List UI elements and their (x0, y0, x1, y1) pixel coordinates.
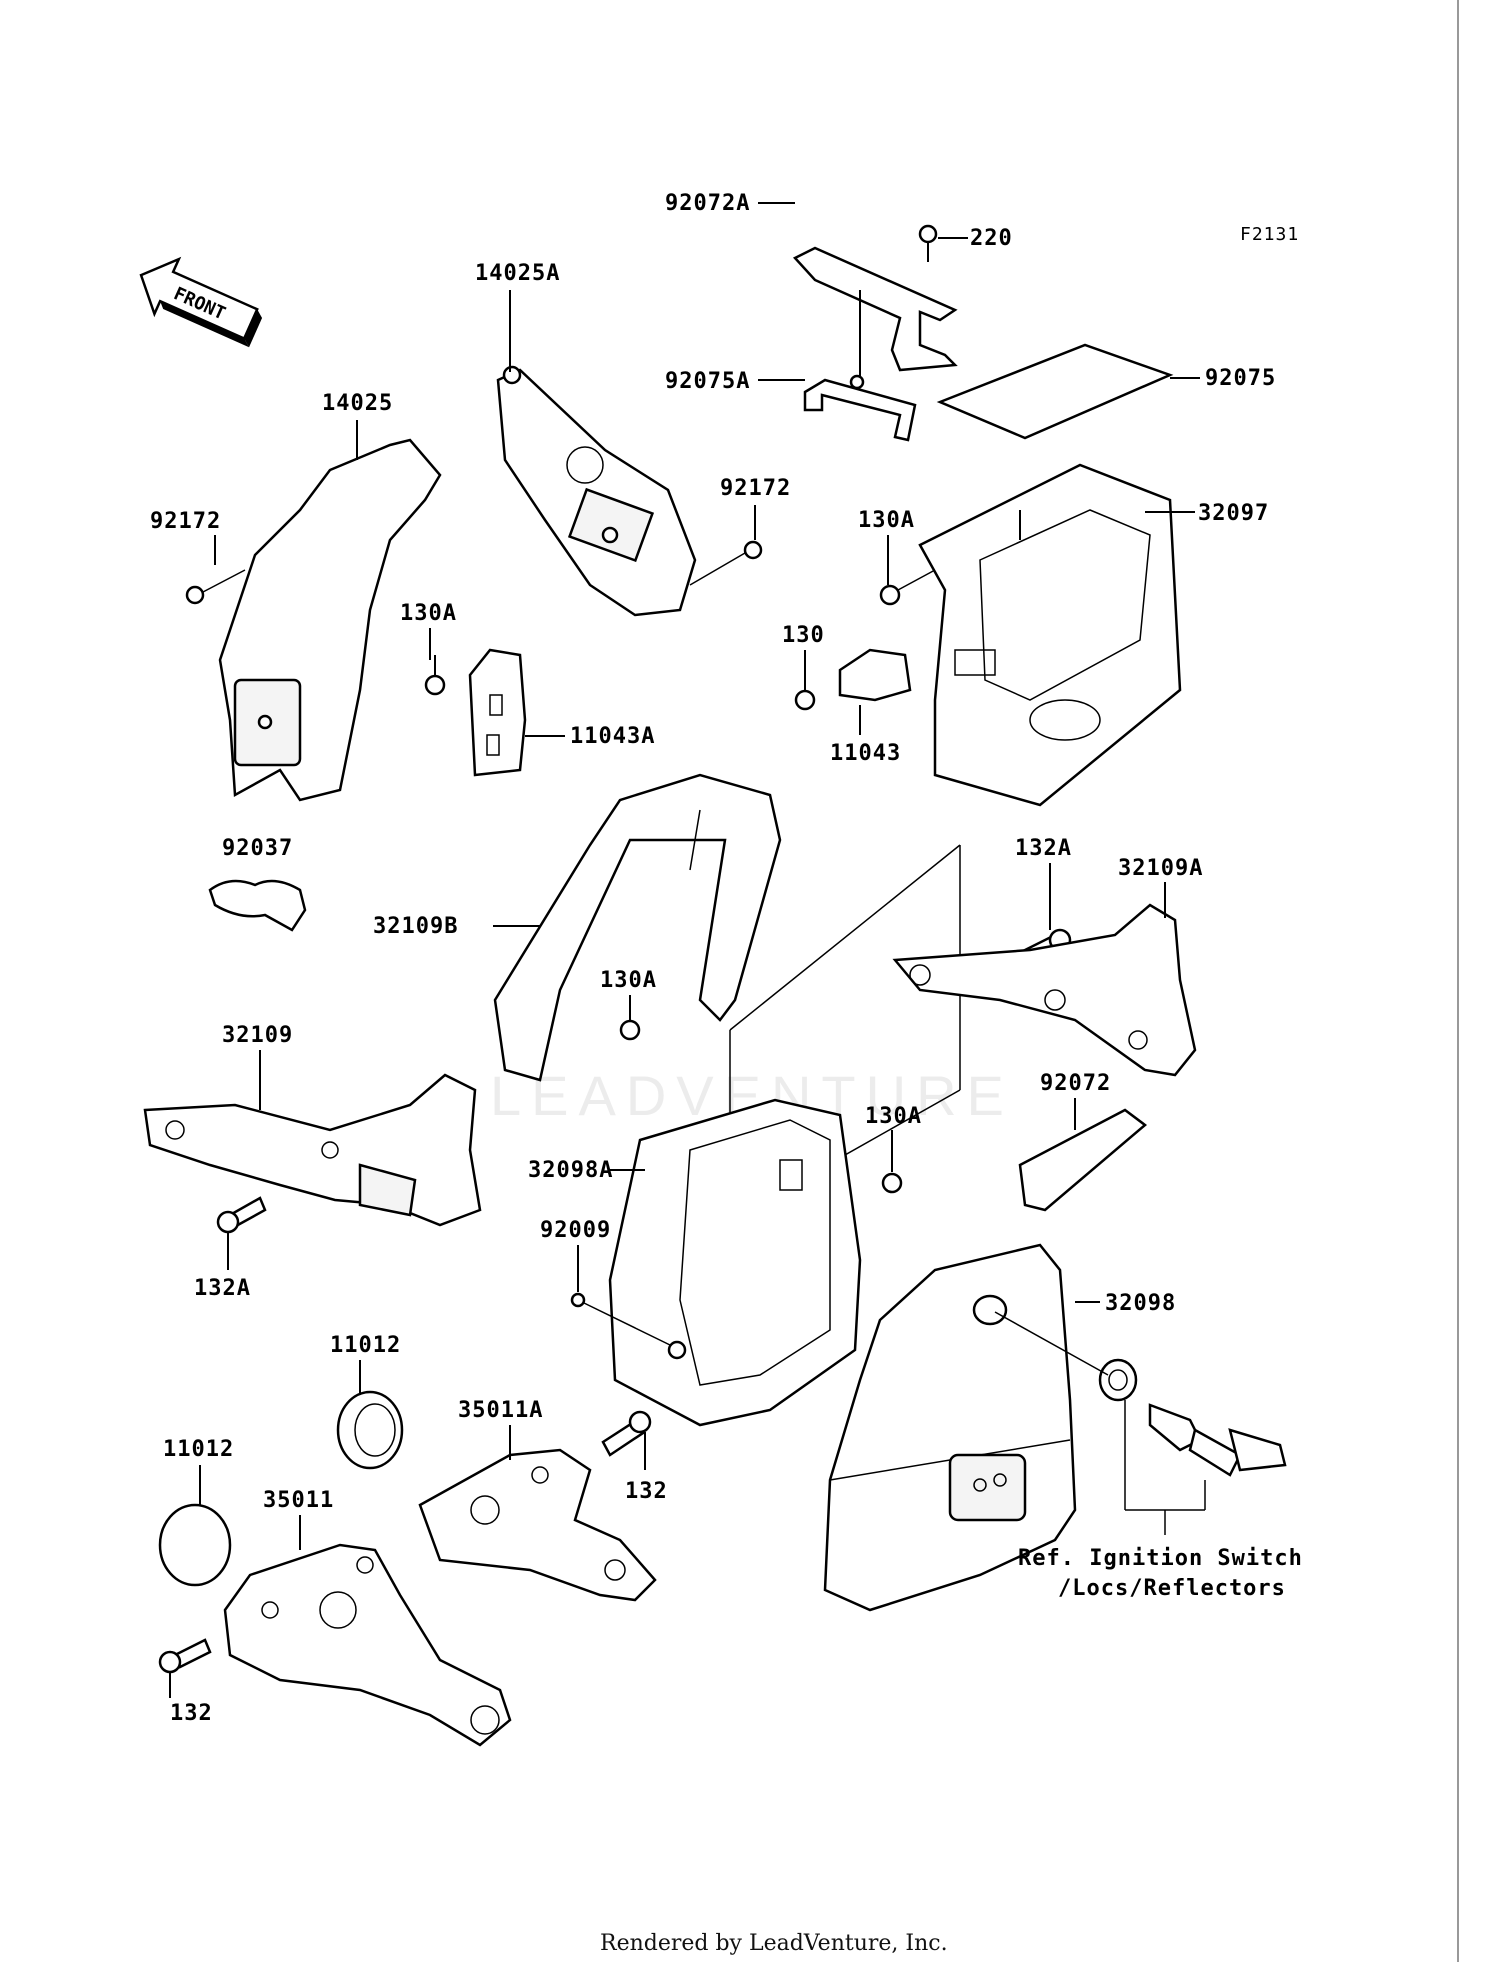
diagram-code: F2131 (1240, 224, 1299, 245)
leader-lines (169, 202, 1200, 1698)
screw-92172-right (689, 540, 763, 586)
label-32109b: 32109B (373, 914, 458, 939)
label-92075: 92075 (1205, 366, 1276, 391)
label-132-upper: 132 (625, 1479, 668, 1504)
bolt-130a-lower (881, 1172, 903, 1194)
bolt-130 (794, 689, 816, 711)
label-92037: 92037 (222, 836, 293, 861)
label-32109: 32109 (222, 1023, 293, 1048)
battery-case-32097 (918, 463, 1182, 807)
label-92172-left: 92172 (150, 509, 221, 534)
label-11043: 11043 (830, 741, 901, 766)
case-32098 (823, 1243, 1077, 1612)
label-11012-upper: 11012 (330, 1333, 401, 1358)
front-direction-arrow: FRONT (139, 256, 263, 348)
label-132a-right: 132A (1015, 836, 1072, 861)
label-130a-middle: 130A (600, 968, 657, 993)
cap-11012-upper (336, 1390, 404, 1470)
label-130: 130 (782, 623, 825, 648)
bracket-92072a (792, 246, 958, 380)
label-32098a: 32098A (528, 1158, 613, 1183)
label-132a-left: 132A (194, 1276, 251, 1301)
screw-92009 (570, 1292, 687, 1360)
label-92072: 92072 (1040, 1071, 1111, 1096)
label-92075a: 92075A (665, 369, 750, 394)
frame-32109a (892, 903, 1197, 1077)
bolt-132-upper (601, 1410, 652, 1457)
bracket-11043 (838, 648, 912, 702)
label-32109a: 32109A (1118, 856, 1203, 881)
bolt-132a-left (216, 1196, 267, 1234)
clamp-92037 (208, 879, 307, 932)
footer-credit: Rendered by LeadVenture, Inc. (600, 1931, 948, 1956)
label-130a-case: 130A (858, 508, 915, 533)
ignition-lock-and-key (994, 1311, 1287, 1535)
strap-92072 (1018, 1108, 1148, 1212)
label-130a-lower: 130A (865, 1104, 922, 1129)
label-32097: 32097 (1198, 501, 1269, 526)
cover-14025 (218, 438, 442, 802)
label-130a-upper: 130A (400, 601, 457, 626)
label-92172-right: 92172 (720, 476, 791, 501)
part-labels: 220 92072A 92075A 92075 32097 14025A 921… (150, 191, 1276, 1726)
label-35011: 35011 (263, 1488, 334, 1513)
cover-14025a (496, 365, 697, 617)
bolt-130a-case (879, 569, 936, 606)
bolt-130a-middle (619, 1019, 641, 1041)
frame-32109 (143, 1073, 482, 1227)
label-220: 220 (970, 226, 1013, 251)
frame-32109b (493, 773, 782, 1082)
label-11043a: 11043A (570, 724, 655, 749)
bracket-35011 (223, 1543, 512, 1747)
case-32098a (608, 1098, 862, 1427)
reference-note-line2: /Locs/Reflectors (1058, 1576, 1286, 1601)
plate-35011a (418, 1448, 657, 1602)
reference-note-line1: Ref. Ignition Switch (1018, 1546, 1303, 1571)
label-92009: 92009 (540, 1218, 611, 1243)
bolt-132-lower (158, 1638, 212, 1674)
bolt-130a-upper (424, 655, 446, 696)
label-92072a: 92072A (665, 191, 750, 216)
bracket-92075a (803, 374, 917, 442)
label-11012-lower: 11012 (163, 1437, 234, 1462)
label-32098: 32098 (1105, 1291, 1176, 1316)
screw-220 (918, 224, 938, 262)
label-14025a: 14025A (475, 261, 560, 286)
pad-92075 (936, 343, 1174, 440)
bracket-11043a (468, 648, 527, 777)
label-35011a: 35011A (458, 1398, 543, 1423)
screw-92172-left (185, 569, 246, 605)
cap-11012-lower (158, 1503, 232, 1587)
label-14025: 14025 (322, 391, 393, 416)
label-132-lower: 132 (170, 1701, 213, 1726)
